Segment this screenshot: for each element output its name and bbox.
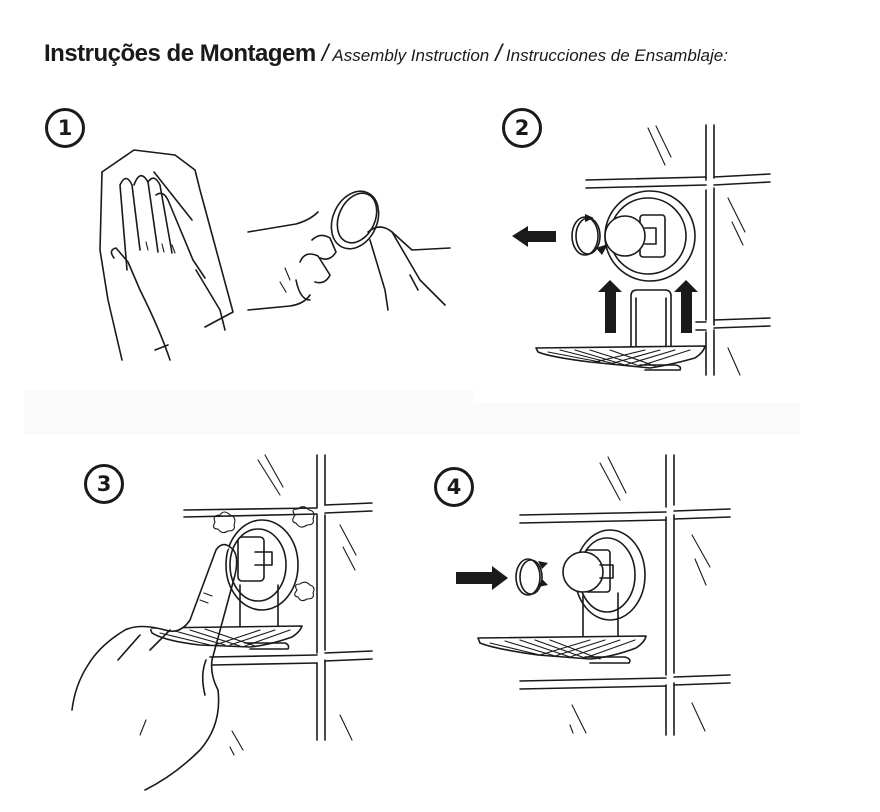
page-title: Instruções de Montagem / Assembly Instru… [44,40,728,68]
press-suction-mount-illustration [71,454,373,791]
title-spanish: Instrucciones de Ensamblaje: [505,46,728,65]
soap-tray-icon [149,625,303,650]
remove-cap-attach-tray-illustration [512,124,771,376]
step-4: 4 [420,435,880,812]
step-2: 2 [470,0,880,390]
suction-mount-icon [225,519,299,631]
wall-tiles-icon [585,124,771,376]
air-puff-icon [213,506,315,602]
arrow-up-icon [598,280,622,333]
background-band [170,403,800,435]
finger-press-icon [71,543,238,791]
title-portuguese: Instruções de Montagem [44,40,316,67]
wall-tiles-icon [519,454,731,736]
arrow-up-icon [674,280,698,333]
title-english: Assembly Instruction [332,46,490,65]
wall-tiles-icon [183,454,373,756]
reattach-cap-illustration [456,454,731,736]
step-number-badge: 1 [45,108,85,148]
arrow-right-icon [456,566,508,590]
hand-wiping-cloth-icon [99,149,451,361]
step-number-badge: 2 [502,108,542,148]
step-number-badge: 3 [84,464,124,504]
soap-tray-icon [477,635,647,664]
title-separator: / [321,40,329,67]
suction-mount-icon [562,529,646,640]
suction-mount-icon [604,190,696,282]
rotate-cap-icon [515,558,548,596]
title-separator: / [495,40,502,67]
step-1: 1 [0,0,470,390]
rotate-cap-icon [571,214,608,256]
arrow-left-icon [512,226,556,247]
soap-tray-icon [535,289,706,371]
step-number-badge: 4 [434,467,474,507]
step-3: 3 [0,435,420,812]
